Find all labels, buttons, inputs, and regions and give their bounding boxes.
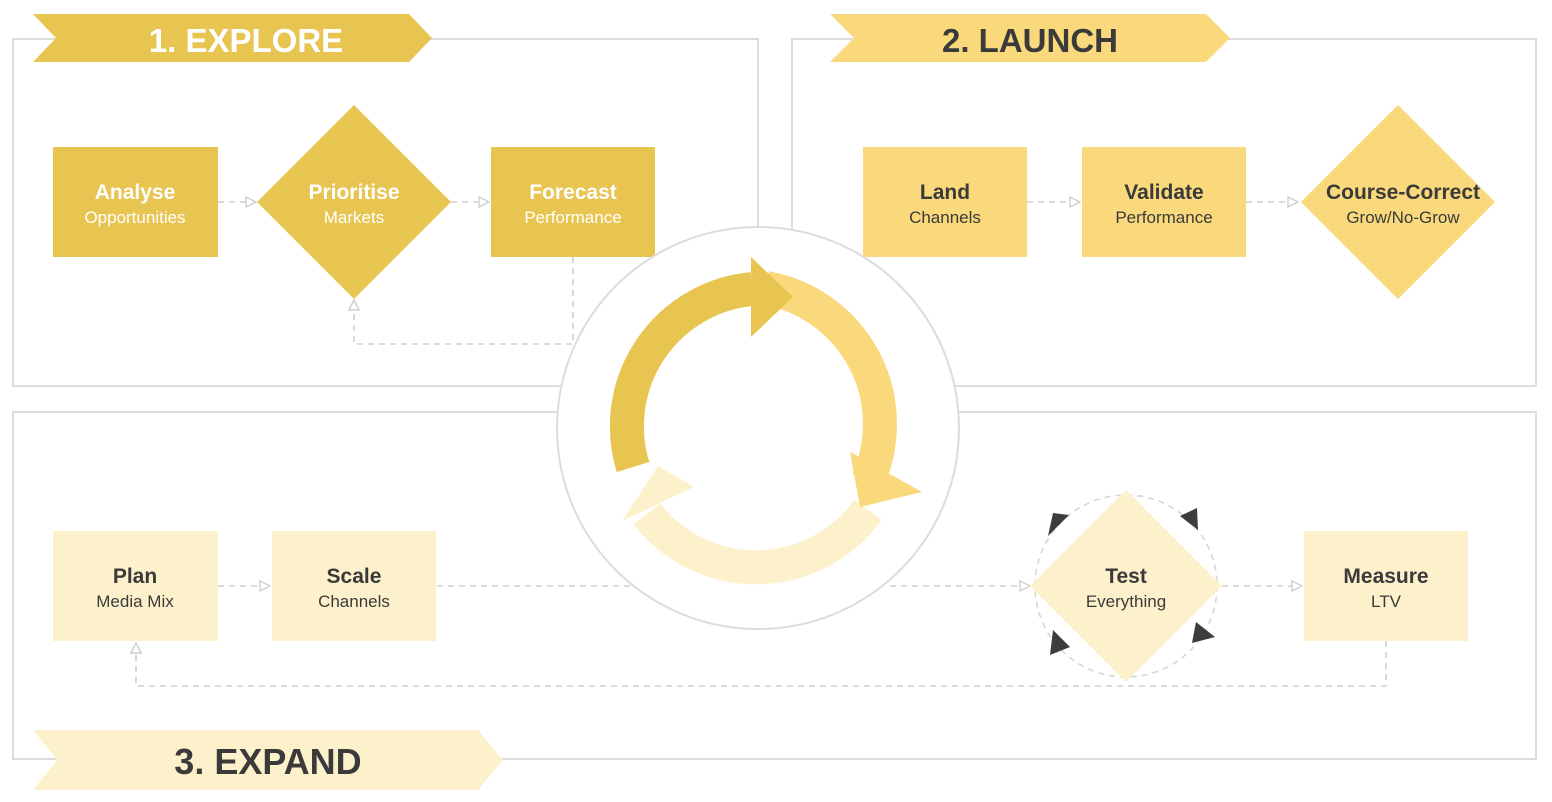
loop-arrowhead-bottom-right xyxy=(1192,622,1215,643)
expand-title: 3. EXPAND xyxy=(174,741,361,782)
step-course-correct-subtitle: Grow/No-Grow xyxy=(1346,208,1460,227)
cycle-arrowhead-expand xyxy=(622,466,694,521)
step-plan-subtitle: Media Mix xyxy=(96,592,174,611)
step-land-subtitle: Channels xyxy=(909,208,981,227)
step-validate: Validate Performance xyxy=(1082,147,1246,257)
loop-arrowhead-top-left xyxy=(1048,513,1069,536)
step-forecast-subtitle: Performance xyxy=(524,208,621,227)
step-test: Test Everything xyxy=(1030,490,1222,682)
step-prioritise-subtitle: Markets xyxy=(324,208,384,227)
step-prioritise: Prioritise Markets xyxy=(257,105,451,299)
step-land-title: Land xyxy=(920,181,970,204)
connectors xyxy=(136,202,1387,687)
cycle-arc-explore xyxy=(609,272,754,472)
step-course-correct: Course-Correct Grow/No-Grow xyxy=(1301,105,1495,299)
launch-banner: 2. LAUNCH xyxy=(830,14,1230,62)
step-test-title: Test xyxy=(1105,565,1147,588)
step-scale-title: Scale xyxy=(327,565,382,588)
step-analyse: Analyse Opportunities xyxy=(53,147,218,257)
explore-title: 1. EXPLORE xyxy=(149,22,343,59)
step-plan-title: Plan xyxy=(113,565,157,588)
cycle-arc-launch xyxy=(762,271,897,487)
step-course-correct-title: Course-Correct xyxy=(1326,181,1480,204)
cycle-arrows-icon xyxy=(556,226,960,630)
step-land: Land Channels xyxy=(863,147,1027,257)
step-analyse-subtitle: Opportunities xyxy=(84,208,185,227)
step-analyse-title: Analyse xyxy=(95,181,176,204)
loop-arrowhead-top-right xyxy=(1180,508,1198,530)
step-scale: Scale Channels xyxy=(272,531,436,641)
expand-banner: 3. EXPAND xyxy=(33,730,503,790)
step-prioritise-title: Prioritise xyxy=(308,181,399,204)
connector-forecast-loop xyxy=(354,257,574,345)
step-forecast-title: Forecast xyxy=(529,181,617,204)
step-validate-subtitle: Performance xyxy=(1115,208,1212,227)
step-measure: Measure LTV xyxy=(1304,531,1468,641)
step-forecast: Forecast Performance xyxy=(491,147,655,257)
step-test-subtitle: Everything xyxy=(1086,592,1166,611)
step-measure-title: Measure xyxy=(1343,565,1428,588)
cycle-arrowhead-explore xyxy=(751,257,793,337)
cycle-arc-expand xyxy=(633,499,882,585)
step-plan: Plan Media Mix xyxy=(53,531,218,641)
explore-banner: 1. EXPLORE xyxy=(33,14,432,62)
step-scale-subtitle: Channels xyxy=(318,592,390,611)
launch-title: 2. LAUNCH xyxy=(942,22,1118,59)
step-measure-subtitle: LTV xyxy=(1371,592,1402,611)
step-validate-title: Validate xyxy=(1124,181,1203,204)
connector-measure-loop xyxy=(136,641,1387,687)
loop-arrowhead-bottom-left xyxy=(1050,630,1070,655)
cycle-arrowhead-launch xyxy=(850,452,922,507)
